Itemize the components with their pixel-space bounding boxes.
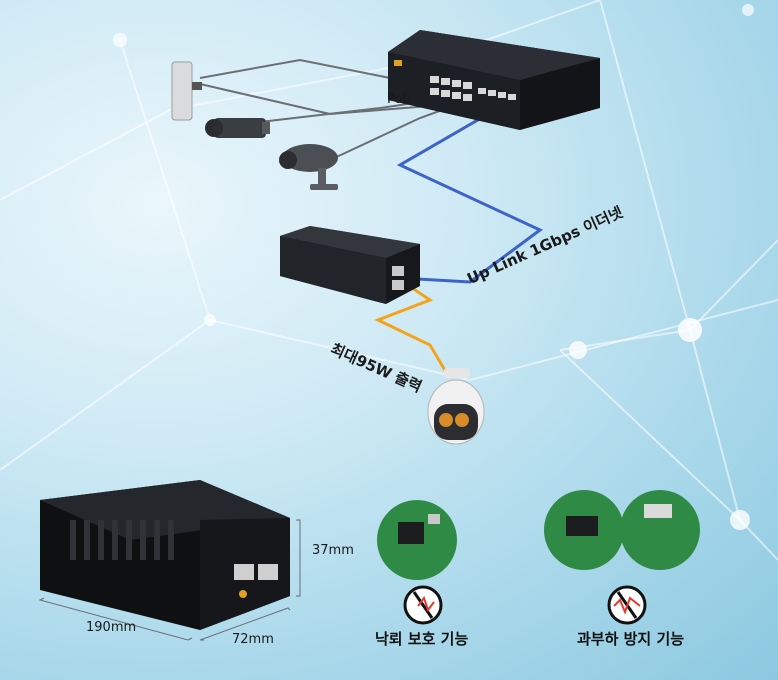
- feature-lightning-protection: 낙뢰 보호 기능: [375, 630, 469, 648]
- feature-overload-protection: 과부하 방지 기능: [577, 630, 685, 648]
- lightning-warning-icon: [403, 585, 443, 625]
- overload-warning-icon: [607, 585, 647, 625]
- ptz-camera: [427, 368, 485, 445]
- dimension-length: 190mm: [86, 620, 137, 635]
- box-camera: [205, 118, 270, 138]
- dimension-width: 72mm: [232, 632, 274, 647]
- poe-label: PoE: [387, 92, 411, 107]
- dimension-height: 37mm: [312, 543, 354, 558]
- output-cable: [374, 278, 448, 373]
- uplink-cable: [396, 108, 543, 284]
- bullet-camera: [279, 144, 338, 190]
- overload-protection-pcb: [544, 490, 700, 570]
- wireless-ap: [171, 61, 202, 121]
- lightning-protection-pcb: [377, 500, 457, 580]
